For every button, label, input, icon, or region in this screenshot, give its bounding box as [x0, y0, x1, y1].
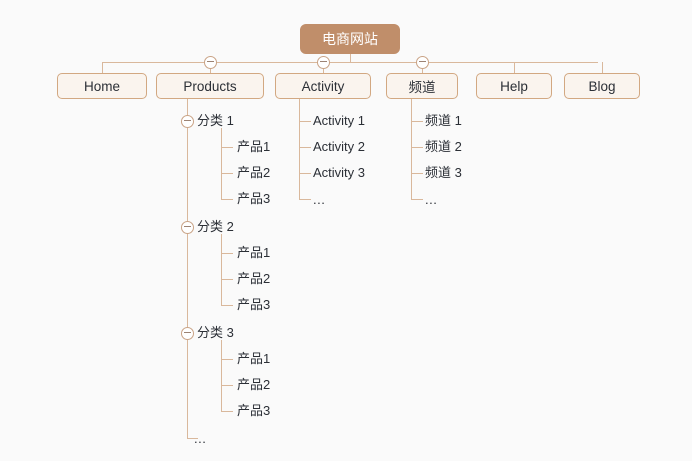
category-3-spine-connector — [221, 340, 222, 412]
category-2-label[interactable]: 分类 2 — [197, 219, 234, 234]
product-item[interactable]: 产品1 — [237, 351, 271, 366]
node-blog-label: Blog — [588, 78, 616, 94]
product-item[interactable]: 产品1 — [237, 139, 271, 154]
channel-more-item[interactable]: ... — [425, 192, 438, 207]
activity-item[interactable]: Activity 2 — [313, 139, 366, 154]
channel-spine-connector — [411, 99, 412, 199]
channel-item[interactable]: 频道 1 — [425, 113, 462, 128]
channel-elbow-2 — [411, 147, 423, 148]
activity-item[interactable]: Activity 3 — [313, 165, 366, 180]
category-3-elbow-1 — [221, 359, 233, 360]
toggle-channel[interactable] — [415, 55, 429, 69]
category-1-elbow-3 — [221, 199, 233, 200]
product-item[interactable]: 产品2 — [237, 271, 271, 286]
category-1-label[interactable]: 分类 1 — [197, 113, 234, 128]
activity-item[interactable]: Activity 1 — [313, 113, 366, 128]
node-home[interactable]: Home — [57, 73, 147, 99]
activity-elbow-3 — [299, 173, 311, 174]
product-item[interactable]: 产品3 — [237, 297, 271, 312]
node-products-label: Products — [183, 78, 237, 94]
toggle-category-3[interactable] — [180, 326, 194, 340]
activity-spine-connector — [299, 99, 300, 199]
category-2-elbow-2 — [221, 279, 233, 280]
category-2-elbow-3 — [221, 305, 233, 306]
product-item[interactable]: 产品3 — [237, 403, 271, 418]
category-2-spine-connector — [221, 234, 222, 306]
drop-connector-home — [102, 62, 103, 73]
channel-elbow-4 — [411, 199, 423, 200]
node-help[interactable]: Help — [476, 73, 552, 99]
activity-elbow-2 — [299, 147, 311, 148]
products-spine-connector — [187, 99, 188, 438]
drop-connector-help — [514, 62, 515, 73]
channel-elbow-3 — [411, 173, 423, 174]
products-more-item[interactable]: ... — [194, 431, 207, 446]
toggle-category-2[interactable] — [180, 220, 194, 234]
activity-more-item[interactable]: ... — [313, 192, 326, 207]
category-2-elbow-1 — [221, 253, 233, 254]
category-3-elbow-3 — [221, 411, 233, 412]
category-3-label[interactable]: 分类 3 — [197, 325, 234, 340]
product-item[interactable]: 产品2 — [237, 165, 271, 180]
category-1-elbow-1 — [221, 147, 233, 148]
node-home-label: Home — [83, 78, 120, 94]
node-channel-label: 频道 — [408, 80, 436, 95]
root-node-label: 电商网站 — [322, 31, 378, 47]
activity-elbow-1 — [299, 121, 311, 122]
product-item[interactable]: 产品2 — [237, 377, 271, 392]
category-3-elbow-2 — [221, 385, 233, 386]
activity-elbow-4 — [299, 199, 311, 200]
products-more-elbow — [187, 438, 198, 439]
product-item[interactable]: 产品1 — [237, 245, 271, 260]
root-node[interactable]: 电商网站 — [300, 24, 400, 54]
node-blog[interactable]: Blog — [564, 73, 640, 99]
category-1-spine-connector — [221, 128, 222, 200]
channel-item[interactable]: 频道 2 — [425, 139, 462, 154]
root-stem-connector — [350, 54, 351, 63]
category-1-elbow-2 — [221, 173, 233, 174]
node-products[interactable]: Products — [156, 73, 264, 99]
drop-connector-blog — [602, 62, 603, 73]
product-item[interactable]: 产品3 — [237, 191, 271, 206]
toggle-activity[interactable] — [316, 55, 330, 69]
node-activity[interactable]: Activity — [275, 73, 371, 99]
toggle-category-1[interactable] — [180, 114, 194, 128]
channel-elbow-1 — [411, 121, 423, 122]
node-help-label: Help — [500, 78, 528, 94]
toggle-products[interactable] — [203, 55, 217, 69]
level1-bus-connector — [102, 62, 598, 63]
node-channel[interactable]: 频道 — [386, 73, 458, 99]
channel-item[interactable]: 频道 3 — [425, 165, 462, 180]
node-activity-label: Activity — [301, 78, 345, 94]
